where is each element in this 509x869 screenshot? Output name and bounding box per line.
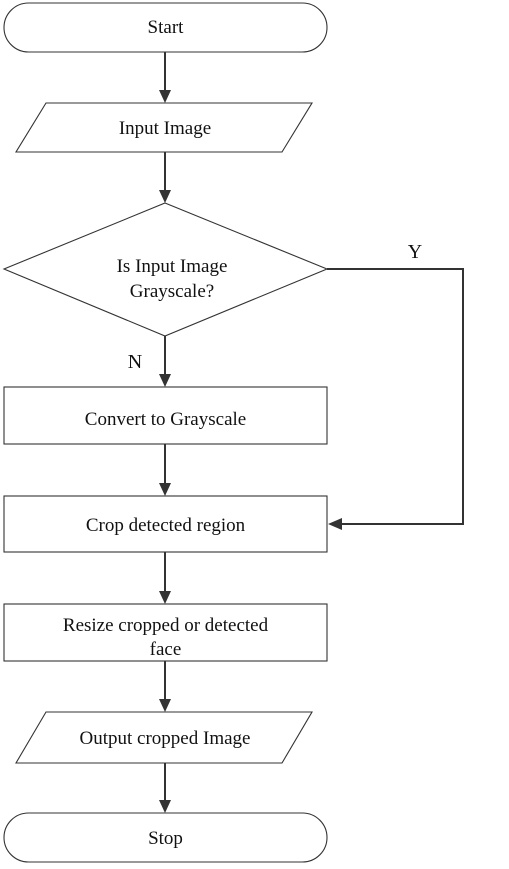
decision-node: Is Input Image Grayscale? [2, 202, 329, 337]
arrowhead [159, 591, 171, 604]
arrowhead [159, 699, 171, 712]
output-shape [15, 711, 313, 764]
arrowhead [159, 483, 171, 496]
output-label: Output cropped Image [80, 728, 251, 749]
arrowhead [159, 374, 171, 387]
resize-node: Resize cropped or detected face [3, 603, 328, 662]
resize-shape [3, 603, 328, 662]
arrowhead [159, 800, 171, 813]
resize-label-line1: Resize cropped or detected [63, 615, 269, 636]
convert-label: Convert to Grayscale [85, 409, 246, 430]
decision-label-line1: Is Input Image [117, 256, 228, 277]
stop-label: Stop [148, 828, 183, 849]
connector-convert-to-crop [159, 444, 171, 496]
start-label: Start [148, 17, 185, 38]
connector-decision-to-convert [159, 336, 171, 387]
stop-shape [3, 812, 328, 863]
branch-label-no: N [128, 351, 142, 373]
arrowhead [159, 190, 171, 203]
connector-resize-to-output [159, 661, 171, 712]
connector-output-to-stop [159, 763, 171, 813]
convert-node: Convert to Grayscale [3, 386, 328, 445]
arrowhead [159, 90, 171, 103]
input-image-shape [15, 102, 313, 153]
decision-label-line2: Grayscale? [130, 281, 214, 302]
resize-label-line2: face [150, 639, 182, 660]
connector-decision-yes-to-crop [327, 268, 464, 530]
input-image-node: Input Image [15, 102, 313, 153]
start-node: Start [3, 2, 328, 53]
arrowhead [328, 518, 342, 530]
output-node: Output cropped Image [15, 711, 313, 764]
crop-node: Crop detected region [3, 495, 328, 553]
connector-start-to-input [159, 52, 171, 103]
branch-label-yes: Y [408, 241, 422, 263]
stop-node: Stop [3, 812, 328, 863]
input-image-label: Input Image [119, 118, 211, 139]
crop-shape [3, 495, 328, 553]
connector-input-to-decision [159, 152, 171, 203]
convert-shape [3, 386, 328, 445]
connector-crop-to-resize [159, 552, 171, 604]
crop-label: Crop detected region [86, 515, 246, 536]
